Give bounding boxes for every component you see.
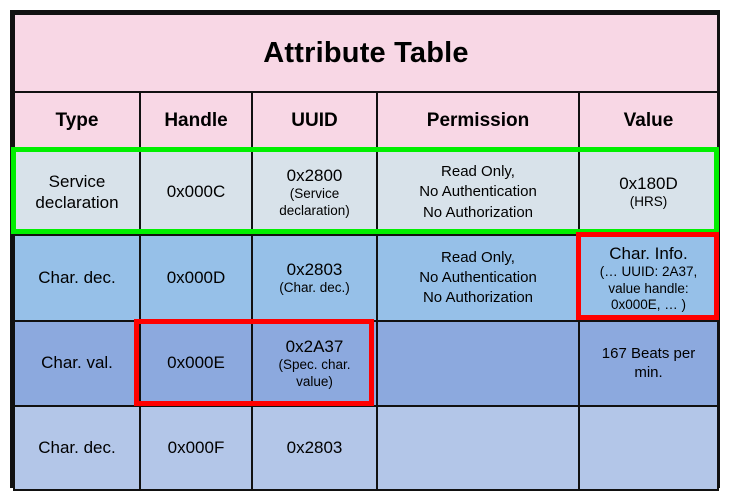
cell-handle-000c: 0x000C [139,149,253,236]
cell-permission-read-only: Read Only, No Authentication No Authoriz… [376,234,580,322]
attribute-table: Attribute Table Type Handle UUID Permiss… [13,13,719,491]
handle-value: 0x000C [166,182,226,202]
value-note: (HRS) [629,194,668,210]
permission-line-1: Read Only, [441,248,515,266]
permission-line-2: No Authentication [419,268,537,286]
value-line-1: 167 Beats per [601,344,696,362]
cell-type-char-val: Char. val. [13,320,141,407]
type-text: Char. dec. [38,267,116,287]
table-row: Char. dec. 0x000D 0x2803 (Char. dec.) Re… [13,234,719,322]
column-header-handle: Handle [139,91,253,151]
permission-line-3: No Authorization [422,289,534,307]
column-header-value: Value [578,91,719,151]
value-text: Char. Info. [609,244,688,264]
cell-type-char-dec-000d: Char. dec. [13,234,141,322]
value-text: 0x180D [619,174,678,194]
column-header-permission: Permission [376,91,580,151]
handle-value: 0x000F [167,437,225,457]
type-text: Char. dec. [38,437,116,457]
cell-value-heart-rate: 167 Beats per min. [578,320,719,407]
cell-uuid-2803-a: 0x2803 (Char. dec.) [251,234,378,322]
cell-type-service-declaration: Service declaration [13,149,141,236]
uuid-value: 0x2803 [286,259,343,279]
table-row: Service declaration 0x000C 0x2800 (Servi… [13,149,719,236]
uuid-value: 0x2A37 [285,337,344,357]
cell-handle-000f: 0x000F [139,405,253,491]
uuid-value: 0x2800 [286,166,343,186]
cell-value-empty [578,405,719,491]
cell-permission-empty [376,405,580,491]
cell-value-180d: 0x180D (HRS) [578,149,719,236]
cell-value-char-info: Char. Info. (… UUID: 2A37, value handle:… [578,234,719,322]
uuid-note-line-2: value) [296,373,333,389]
permission-line-2: No Authentication [419,183,537,201]
cell-uuid-2803-b: 0x2803 [251,405,378,491]
attribute-table-frame: Attribute Table Type Handle UUID Permiss… [10,10,720,491]
uuid-note-line-2: declaration) [279,202,350,218]
uuid-note-line-1: (Spec. char. [278,357,351,373]
cell-handle-000e: 0x000E [139,320,253,407]
table-title-row: Attribute Table [13,13,719,93]
table-row: Char. val. 0x000E 0x2A37 (Spec. char. va… [13,320,719,407]
type-line-2: declaration [35,192,119,212]
char-info-line-2: value handle: [608,280,689,296]
cell-type-char-dec-000f: Char. dec. [13,405,141,491]
type-line-1: Service [48,172,106,192]
permission-line-3: No Authorization [422,203,534,221]
cell-permission-empty [376,320,580,407]
page-title: Attribute Table [13,13,719,93]
cell-uuid-2800: 0x2800 (Service declaration) [251,149,378,236]
table-header-row: Type Handle UUID Permission Value [13,91,719,151]
cell-permission-read-only: Read Only, No Authentication No Authoriz… [376,149,580,236]
column-header-uuid: UUID [251,91,378,151]
char-info-line-1: (… UUID: 2A37, [599,264,698,280]
handle-value: 0x000E [167,353,225,373]
char-info-line-3: 0x000E, … ) [610,296,687,312]
uuid-note-line-1: (Service [289,186,340,202]
cell-handle-000d: 0x000D [139,234,253,322]
cell-uuid-2a37: 0x2A37 (Spec. char. value) [251,320,378,407]
value-line-2: min. [634,363,663,381]
permission-line-1: Read Only, [441,163,515,181]
column-header-type: Type [13,91,141,151]
uuid-value: 0x2803 [286,437,343,457]
table-row: Char. dec. 0x000F 0x2803 [13,405,719,491]
handle-value: 0x000D [166,267,226,287]
type-text: Char. val. [41,353,113,373]
uuid-note: (Char. dec.) [279,279,350,295]
